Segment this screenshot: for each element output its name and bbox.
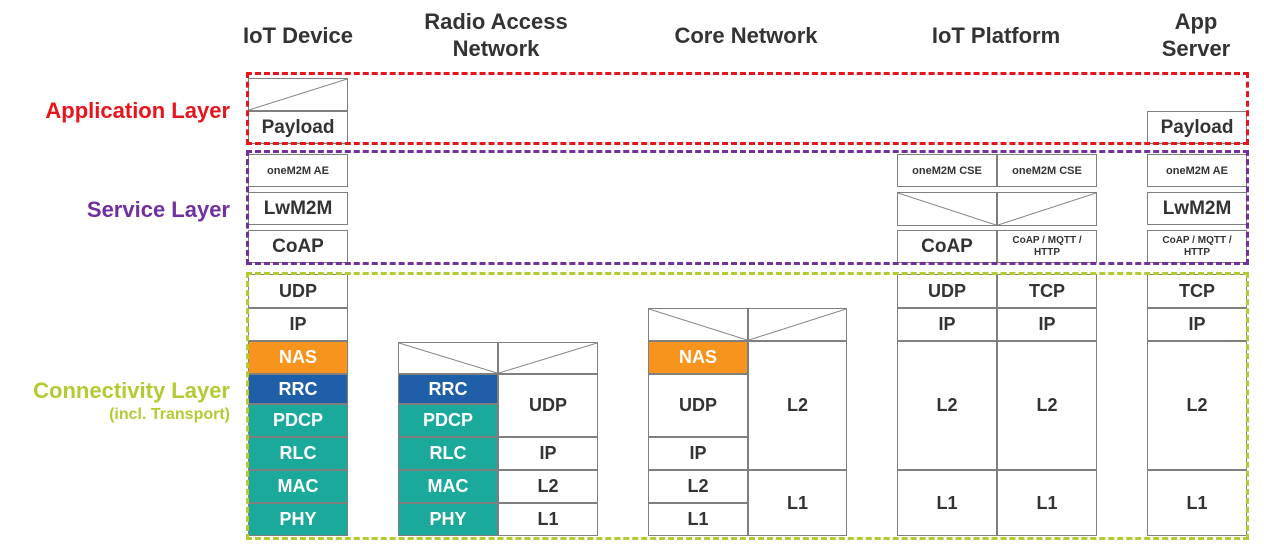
device-payload: Payload bbox=[248, 111, 348, 144]
ran-empty-cell-right bbox=[498, 342, 598, 374]
platform-empty-cell-right bbox=[997, 192, 1097, 226]
device-coap: CoAP bbox=[248, 230, 348, 263]
core-l2-right: L2 bbox=[748, 341, 847, 470]
ran-empty-cell-left bbox=[398, 342, 498, 374]
app-server-onem2m-ae: oneM2M AE bbox=[1147, 154, 1247, 187]
app-server-lwm2m: LwM2M bbox=[1147, 192, 1247, 225]
device-nas: NAS bbox=[248, 341, 348, 374]
platform-ip-left: IP bbox=[897, 308, 997, 341]
device-onem2m-ae: oneM2M AE bbox=[248, 154, 348, 187]
platform-onem2m-cse-right: oneM2M CSE bbox=[997, 154, 1097, 187]
platform-l1-left: L1 bbox=[897, 470, 997, 536]
header-app-server: App Server bbox=[1161, 9, 1231, 61]
platform-l1-right: L1 bbox=[997, 470, 1097, 536]
device-empty-application-cell bbox=[248, 78, 348, 111]
connectivity-layer-outline bbox=[246, 272, 1249, 540]
core-l1-left: L1 bbox=[648, 503, 748, 536]
platform-l2-left: L2 bbox=[897, 341, 997, 470]
ran-pdcp: PDCP bbox=[398, 404, 498, 437]
ran-l1: L1 bbox=[498, 503, 598, 536]
application-layer-outline bbox=[246, 72, 1249, 145]
device-lwm2m: LwM2M bbox=[248, 192, 348, 225]
ran-ip: IP bbox=[498, 437, 598, 470]
platform-tcp: TCP bbox=[997, 274, 1097, 308]
connectivity-layer-label: Connectivity Layer bbox=[33, 378, 230, 403]
header-radio-access-network: Radio Access Network bbox=[424, 9, 568, 61]
device-mac: MAC bbox=[248, 470, 348, 503]
service-layer-label: Service Layer bbox=[86, 197, 230, 222]
device-phy: PHY bbox=[248, 503, 348, 536]
core-nas: NAS bbox=[648, 341, 748, 374]
ran-l2: L2 bbox=[498, 470, 598, 503]
device-ip: IP bbox=[248, 308, 348, 341]
device-pdcp: PDCP bbox=[248, 404, 348, 437]
ran-udp: UDP bbox=[498, 374, 598, 437]
header-core-network: Core Network bbox=[674, 23, 818, 48]
platform-coap: CoAP bbox=[897, 230, 997, 263]
ran-mac: MAC bbox=[398, 470, 498, 503]
app-server-ip: IP bbox=[1147, 308, 1247, 341]
core-l1-right: L1 bbox=[748, 470, 847, 536]
ran-rlc: RLC bbox=[398, 437, 498, 470]
core-empty-cell-right bbox=[748, 308, 847, 341]
ran-rrc: RRC bbox=[398, 374, 498, 404]
connectivity-layer-sublabel: (incl. Transport) bbox=[109, 406, 230, 423]
device-rrc: RRC bbox=[248, 374, 348, 404]
ran-phy: PHY bbox=[398, 503, 498, 536]
app-server-l2: L2 bbox=[1147, 341, 1247, 470]
platform-ip-right: IP bbox=[997, 308, 1097, 341]
core-ip: IP bbox=[648, 437, 748, 470]
core-l2-left: L2 bbox=[648, 470, 748, 503]
core-empty-cell-left bbox=[648, 308, 748, 341]
service-layer-outline bbox=[246, 150, 1249, 265]
platform-onem2m-cse-left: oneM2M CSE bbox=[897, 154, 997, 187]
platform-empty-cell-left bbox=[897, 192, 997, 226]
platform-l2-right: L2 bbox=[997, 341, 1097, 470]
device-rlc: RLC bbox=[248, 437, 348, 470]
header-iot-platform: IoT Platform bbox=[931, 23, 1061, 48]
header-iot-device: IoT Device bbox=[242, 23, 354, 48]
app-server-coap-mqtt-http: CoAP / MQTT / HTTP bbox=[1147, 230, 1247, 263]
application-layer-label: Application Layer bbox=[45, 98, 230, 123]
core-udp: UDP bbox=[648, 374, 748, 437]
